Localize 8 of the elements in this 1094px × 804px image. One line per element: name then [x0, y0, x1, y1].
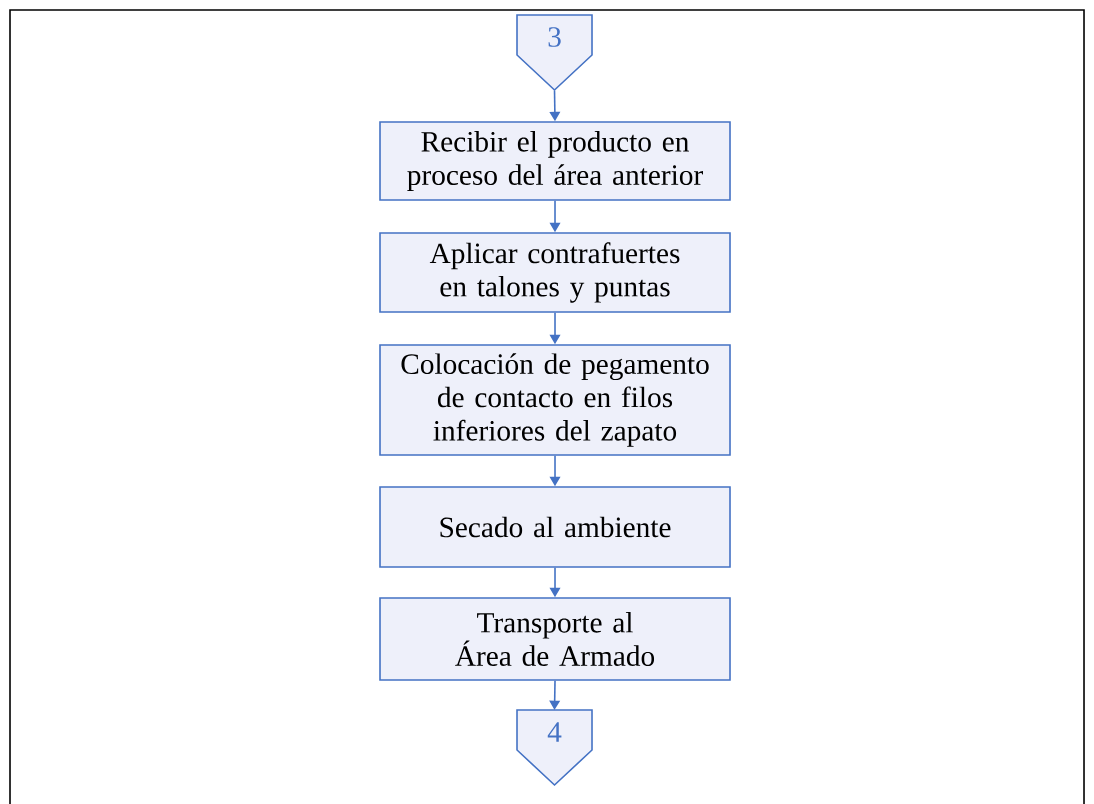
- off-page-connector: 4: [516, 709, 593, 787]
- off-page-connector: 3: [516, 14, 593, 92]
- process-box: Transporte al Área de Armado: [379, 597, 731, 681]
- process-box: Colocación de pegamento de contacto en filos inferiores del zapato: [379, 344, 731, 456]
- process-box: Aplicar contrafuertes en talones y puntas: [379, 232, 731, 313]
- arrow: [549, 680, 561, 710]
- process-box: Secado al ambiente: [379, 486, 731, 568]
- process-box: Recibir el producto en proceso del área anterior: [379, 121, 731, 201]
